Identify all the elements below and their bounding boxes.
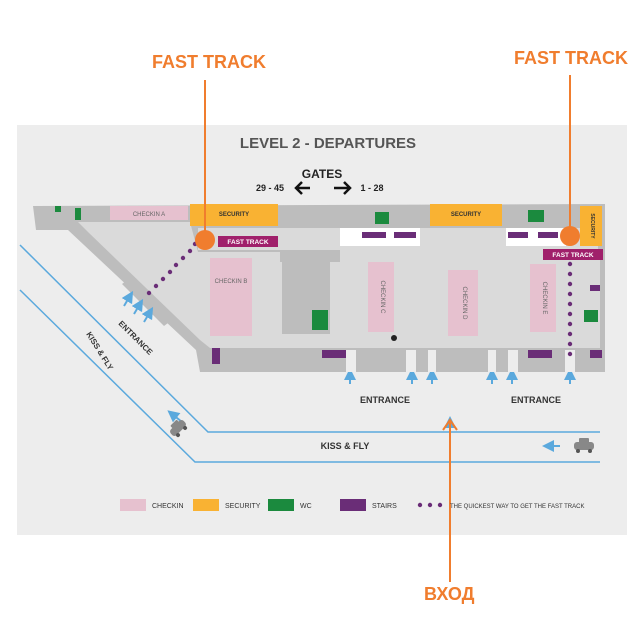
wc-1: [75, 208, 81, 220]
bottom-door-5: [508, 350, 518, 372]
checkin-a: [110, 206, 188, 220]
checkin-d-label: CHECKIN D: [461, 286, 467, 320]
wc-6: [55, 206, 61, 212]
entrance-arrow-2: [131, 298, 144, 315]
legend-stairs-swatch: [340, 499, 366, 511]
wc-3: [528, 210, 544, 222]
security-mid: [430, 204, 502, 226]
legend-checkin-swatch: [120, 499, 146, 511]
stairs-1: [362, 232, 386, 238]
wc-4: [312, 310, 328, 330]
wc-5: [584, 310, 598, 322]
fast-track-route-left: [146, 241, 198, 296]
car-icon: [574, 438, 594, 453]
map-title: LEVEL 2 - DEPARTURES: [240, 135, 416, 152]
terminal-floor: [78, 222, 340, 348]
checkin-e: [530, 264, 556, 332]
stairs-8: [590, 350, 602, 358]
security-right-label: SECURITY: [589, 213, 595, 239]
stairs-4: [538, 232, 558, 238]
checkin-b-label: CHECKIN B: [215, 279, 248, 285]
entrance-label: ENTRANCE: [360, 395, 410, 405]
road-line-1: [19, 244, 600, 433]
fast-track-tag-right: [543, 249, 603, 260]
fast-track-annotation-right: FAST TRACK: [514, 48, 628, 68]
stairs-9: [590, 285, 600, 291]
fast-track-tag-left: [218, 236, 278, 247]
gates-label: GATES: [302, 167, 342, 181]
stairs-7: [212, 348, 220, 364]
bottom-door-2: [406, 350, 416, 372]
checkin-b: [210, 258, 252, 336]
stairs-3: [508, 232, 528, 238]
legend-route-label: THE QUICKEST WAY TO GET THE FAST TRACK: [450, 504, 584, 510]
stairs-5: [322, 350, 346, 358]
entrance-label: ENTRANCE: [511, 395, 561, 405]
checkin-d: [448, 270, 478, 336]
car-icon: [170, 419, 188, 438]
fast-track-annotation-left: FAST TRACK: [152, 52, 266, 72]
security-left-label: SECURITY: [219, 212, 249, 218]
checkin-c: [368, 262, 394, 332]
kiss-fly-label: KISS & FLY: [321, 441, 370, 451]
stairs-6: [528, 350, 552, 358]
vhod-arrow-icon: [442, 418, 458, 431]
stairs-2: [394, 232, 416, 238]
bottom-door-6: [565, 350, 575, 372]
checkin-e-label: CHECKIN E: [541, 282, 547, 315]
map-dot: [391, 335, 397, 341]
security-mid-label: SECURITY: [451, 212, 481, 218]
gates-left-range: 29 - 45: [256, 183, 284, 193]
entrance-arrow-1: [121, 290, 134, 307]
fast-track-tag-right-label: FAST TRACK: [552, 252, 593, 259]
legend-stairs-label: STAIRS: [372, 503, 397, 510]
legend-wc-swatch: [268, 499, 294, 511]
arrow-right-icon: [334, 181, 352, 195]
checkin-c-label: CHECKIN C: [379, 280, 385, 314]
bottom-door-4: [488, 350, 496, 372]
fast-track-marker-left: [195, 230, 215, 250]
road-line-2: [19, 289, 600, 463]
checkin-a-label: CHECKIN A: [133, 212, 165, 218]
vhod-annotation: ВХОД: [424, 584, 475, 604]
entrance-arrow-3: [141, 306, 154, 323]
security-left: [190, 204, 278, 226]
legend-security-label: SECURITY: [225, 503, 261, 510]
legend-route-dot: [427, 502, 433, 508]
fast-track-route-right: [567, 261, 573, 357]
legend: CHECKIN SECURITY WC STAIRS THE QUICKEST …: [120, 499, 584, 511]
bottom-door-3: [428, 350, 436, 372]
entrance-wall: [122, 278, 172, 326]
legend-wc-label: WC: [300, 503, 312, 510]
legend-route-dot: [417, 502, 423, 508]
legend-checkin-label: CHECKIN: [152, 503, 184, 510]
gates-right-range: 1 - 28: [360, 183, 383, 193]
security-right: [580, 206, 602, 246]
bottom-door-1: [346, 350, 356, 372]
legend-route-dot: [437, 502, 443, 508]
legend-security-swatch: [193, 499, 219, 511]
arrow-left-icon: [294, 181, 310, 195]
fast-track-tag-left-label: FAST TRACK: [227, 239, 268, 246]
fast-track-marker-right: [560, 226, 580, 246]
wc-2: [375, 212, 389, 224]
